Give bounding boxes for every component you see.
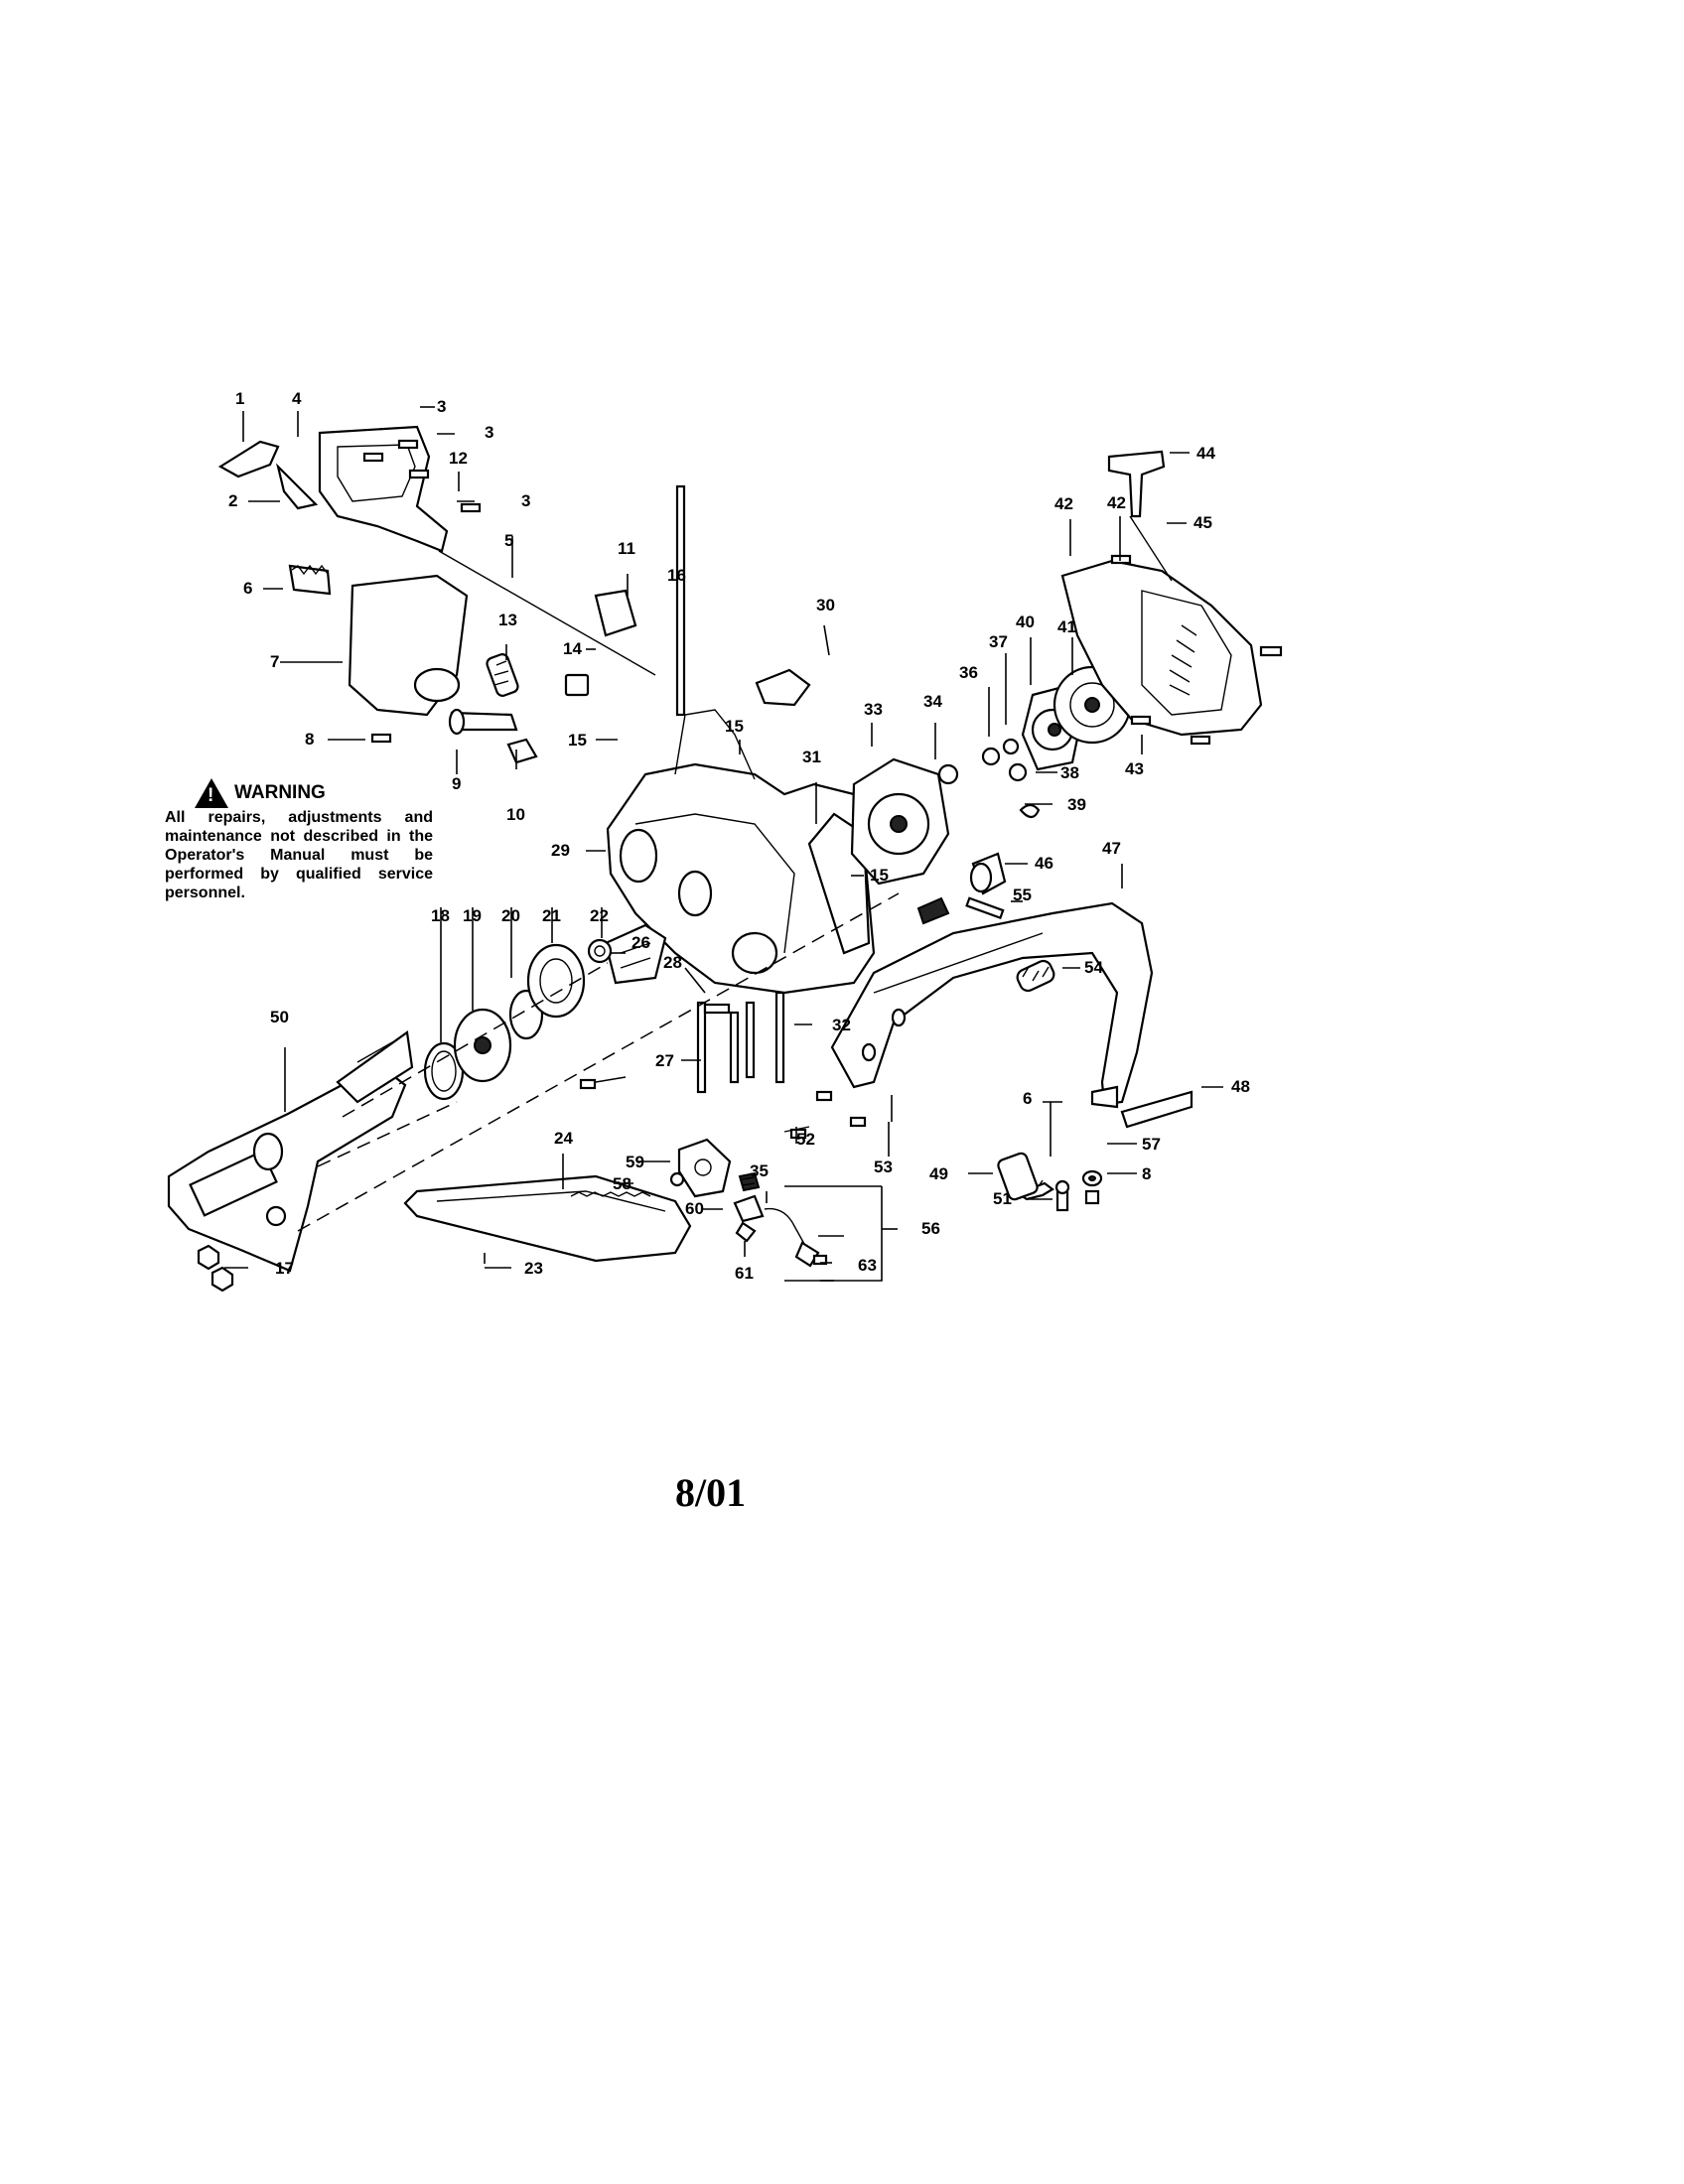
callout-14: 14 bbox=[563, 639, 582, 658]
callout-6: 6 bbox=[1023, 1089, 1032, 1108]
callout-5: 5 bbox=[504, 531, 513, 550]
callout-45: 46 bbox=[1035, 854, 1053, 873]
callout-1: 1 bbox=[235, 389, 244, 408]
callout-20: 20 bbox=[501, 906, 520, 925]
callout-36: 37 bbox=[989, 632, 1008, 651]
callout-49: 50 bbox=[270, 1008, 289, 1026]
callout-47: 48 bbox=[1231, 1077, 1250, 1096]
callout-8: 8 bbox=[1142, 1164, 1151, 1183]
callout-24: 24 bbox=[554, 1129, 573, 1148]
callout-41: 42 bbox=[1054, 494, 1073, 513]
callout-44: 45 bbox=[1193, 513, 1212, 532]
callout-56: 57 bbox=[1142, 1135, 1161, 1154]
callout-40: 41 bbox=[1057, 617, 1076, 636]
callout-59: 60 bbox=[685, 1199, 704, 1218]
callout-15: 15 bbox=[725, 717, 744, 736]
callout-26: 27 bbox=[655, 1051, 674, 1070]
callout-30: 31 bbox=[802, 748, 821, 766]
callout-6: 6 bbox=[243, 579, 252, 598]
callout-52: 53 bbox=[874, 1158, 893, 1176]
callout-11: 11 bbox=[618, 539, 635, 558]
warning-header: ! WARNING bbox=[195, 778, 433, 808]
callout-numbers: 1 4 3 3 12 3 2 5 6 11 16 30 13 7 14 15 1… bbox=[228, 389, 1250, 1283]
callout-35: 36 bbox=[959, 663, 978, 682]
callout-46: 47 bbox=[1102, 839, 1121, 858]
callout-15: 15 bbox=[870, 866, 889, 885]
front-handle bbox=[830, 901, 1193, 1129]
callout-61: 63 bbox=[858, 1256, 877, 1275]
callout-31: 32 bbox=[832, 1016, 851, 1034]
callout-60: 61 bbox=[735, 1264, 754, 1283]
leader-lines bbox=[224, 406, 1223, 1282]
callout-42: 42 bbox=[1107, 493, 1126, 512]
callout-54: 55 bbox=[1013, 886, 1032, 904]
callout-48: 49 bbox=[929, 1164, 948, 1183]
callout-3: 3 bbox=[521, 491, 530, 510]
callout-50: 51 bbox=[993, 1189, 1012, 1208]
callout-16: 16 bbox=[667, 566, 686, 585]
muffler-parts bbox=[916, 852, 1055, 993]
callout-51: 52 bbox=[796, 1130, 815, 1149]
callout-42: 43 bbox=[1125, 759, 1144, 778]
warning-text: All repairs, adjustments and maintenance… bbox=[165, 809, 433, 901]
screws bbox=[362, 439, 482, 744]
callout-38: 39 bbox=[1067, 795, 1086, 814]
callout-34: 35 bbox=[750, 1161, 769, 1180]
callout-13: 13 bbox=[498, 611, 517, 629]
callout-10: 10 bbox=[506, 805, 525, 824]
callout-37: 38 bbox=[1060, 763, 1079, 782]
callout-27: 28 bbox=[663, 953, 682, 972]
callout-21: 21 bbox=[542, 906, 561, 925]
callout-12: 12 bbox=[449, 449, 468, 468]
clutch-stack bbox=[423, 938, 613, 1101]
callout-19: 19 bbox=[463, 906, 482, 925]
callout-33: 34 bbox=[923, 692, 942, 711]
throttle-parts bbox=[448, 484, 811, 764]
callout-29: 30 bbox=[816, 596, 835, 614]
warning-notice: ! WARNING All repairs, adjustments and m… bbox=[165, 778, 433, 902]
warning-icon: ! bbox=[195, 778, 228, 808]
callout-39: 40 bbox=[1016, 613, 1035, 631]
lower-parts bbox=[579, 923, 867, 1268]
callout-17: 17 bbox=[275, 1259, 294, 1278]
callout-3: 3 bbox=[485, 423, 493, 442]
callout-15: 15 bbox=[568, 731, 587, 750]
callout-23: 23 bbox=[524, 1259, 543, 1278]
callout-22: 22 bbox=[590, 906, 609, 925]
callout-58: 59 bbox=[626, 1153, 644, 1171]
callout-32: 33 bbox=[864, 700, 883, 719]
starter-assembly bbox=[850, 450, 1283, 886]
callout-4: 4 bbox=[292, 389, 302, 408]
date-code: 8/01 bbox=[675, 1470, 747, 1515]
callout-55: 56 bbox=[921, 1219, 940, 1238]
callout-9: 9 bbox=[452, 774, 461, 793]
right-small-parts bbox=[997, 1152, 1103, 1212]
callout-2: 2 bbox=[228, 491, 237, 510]
callout-3: 3 bbox=[437, 397, 446, 416]
callout-7: 7 bbox=[270, 652, 279, 671]
callout-8: 8 bbox=[305, 730, 314, 749]
rear-handle-assembly bbox=[217, 425, 656, 717]
warning-title: WARNING bbox=[234, 782, 326, 803]
bar-and-chain bbox=[167, 892, 900, 1293]
callout-53: 54 bbox=[1084, 958, 1103, 977]
callout-28: 29 bbox=[551, 841, 570, 860]
callout-25: 26 bbox=[632, 933, 650, 952]
callout-18: 18 bbox=[431, 906, 450, 925]
callout-43: 44 bbox=[1196, 444, 1215, 463]
callout-57: 58 bbox=[613, 1174, 632, 1193]
